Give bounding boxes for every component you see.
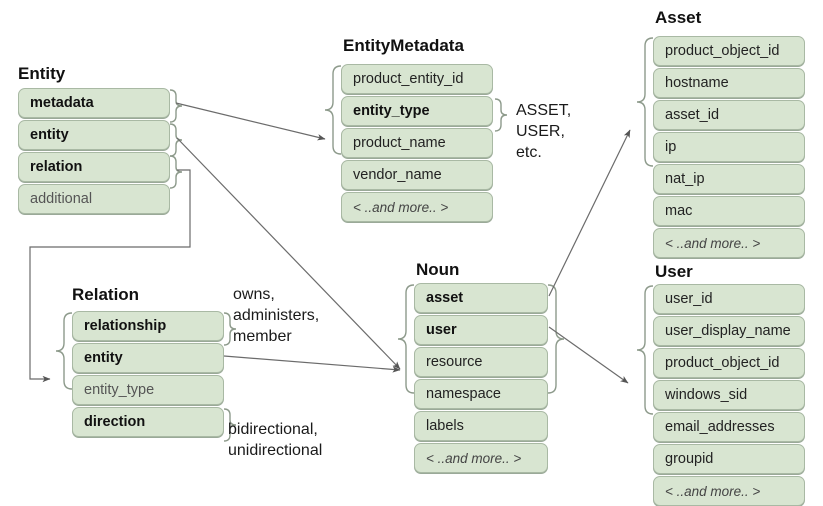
brace-entitymetadata-left xyxy=(324,65,342,155)
group-title-noun: Noun xyxy=(416,260,460,279)
field-entity-additional[interactable]: additional xyxy=(18,184,170,214)
field-entity-relation[interactable]: relation xyxy=(18,152,170,182)
brace-entity-entity xyxy=(169,123,183,157)
field-noun-user[interactable]: user xyxy=(414,315,548,345)
field-user-user_display_name[interactable]: user_display_name xyxy=(653,316,805,346)
annotation-relationship-values: owns, administers, member xyxy=(233,286,320,346)
link-noun-user-to-user xyxy=(548,326,629,384)
brace-entity-relation xyxy=(169,155,183,189)
group-title-entity: Entity xyxy=(18,64,66,83)
annotation-entity-type-values: ASSET, USER, etc. xyxy=(516,102,572,162)
field-entity-entity[interactable]: entity xyxy=(18,120,170,150)
group-title-asset: Asset xyxy=(655,8,702,27)
field-entitymetadata-product_name[interactable]: product_name xyxy=(341,128,493,158)
field-user-and-more[interactable]: < ..and more.. > xyxy=(653,476,805,506)
field-entitymetadata-product_entity_id[interactable]: product_entity_id xyxy=(341,64,493,94)
annotation-direction-values: bidirectional, unidirectional xyxy=(228,421,323,460)
field-asset-asset_id[interactable]: asset_id xyxy=(653,100,805,130)
field-asset-product_object_id[interactable]: product_object_id xyxy=(653,36,805,66)
link-relation-entity-to-noun xyxy=(223,355,401,373)
field-noun-resource[interactable]: resource xyxy=(414,347,548,377)
group-title-relation: Relation xyxy=(72,285,140,304)
field-user-email_addresses[interactable]: email_addresses xyxy=(653,412,805,442)
link-entity-metadata-to-entitymetadata xyxy=(175,102,326,141)
field-noun-labels[interactable]: labels xyxy=(414,411,548,441)
field-user-windows_sid[interactable]: windows_sid xyxy=(653,380,805,410)
brace-relation-left xyxy=(55,312,73,390)
field-relation-direction[interactable]: direction xyxy=(72,407,224,437)
field-entitymetadata-and-more[interactable]: < ..and more.. > xyxy=(341,192,493,222)
field-entitymetadata-vendor_name[interactable]: vendor_name xyxy=(341,160,493,190)
field-noun-asset[interactable]: asset xyxy=(414,283,548,313)
field-asset-ip[interactable]: ip xyxy=(653,132,805,162)
brace-entitymetadata-entity-type xyxy=(494,98,508,132)
field-relation-relationship[interactable]: relationship xyxy=(72,311,224,341)
field-asset-mac[interactable]: mac xyxy=(653,196,805,226)
brace-user-left xyxy=(636,285,654,415)
brace-noun-left xyxy=(397,284,415,394)
field-asset-nat_ip[interactable]: nat_ip xyxy=(653,164,805,194)
field-user-groupid[interactable]: groupid xyxy=(653,444,805,474)
field-noun-namespace[interactable]: namespace xyxy=(414,379,548,409)
field-asset-and-more[interactable]: < ..and more.. > xyxy=(653,228,805,258)
field-entity-metadata[interactable]: metadata xyxy=(18,88,170,118)
group-title-user: User xyxy=(655,262,693,281)
brace-noun-right xyxy=(547,284,565,394)
field-relation-entity[interactable]: entity xyxy=(72,343,224,373)
field-noun-and-more[interactable]: < ..and more.. > xyxy=(414,443,548,473)
brace-asset-left xyxy=(636,37,654,167)
brace-entity-metadata xyxy=(169,89,183,123)
field-entitymetadata-entity_type[interactable]: entity_type xyxy=(341,96,493,126)
field-asset-hostname[interactable]: hostname xyxy=(653,68,805,98)
group-title-entitymetadata: EntityMetadata xyxy=(343,36,464,55)
field-user-product_object_id[interactable]: product_object_id xyxy=(653,348,805,378)
field-user-user_id[interactable]: user_id xyxy=(653,284,805,314)
field-relation-entity_type[interactable]: entity_type xyxy=(72,375,224,405)
